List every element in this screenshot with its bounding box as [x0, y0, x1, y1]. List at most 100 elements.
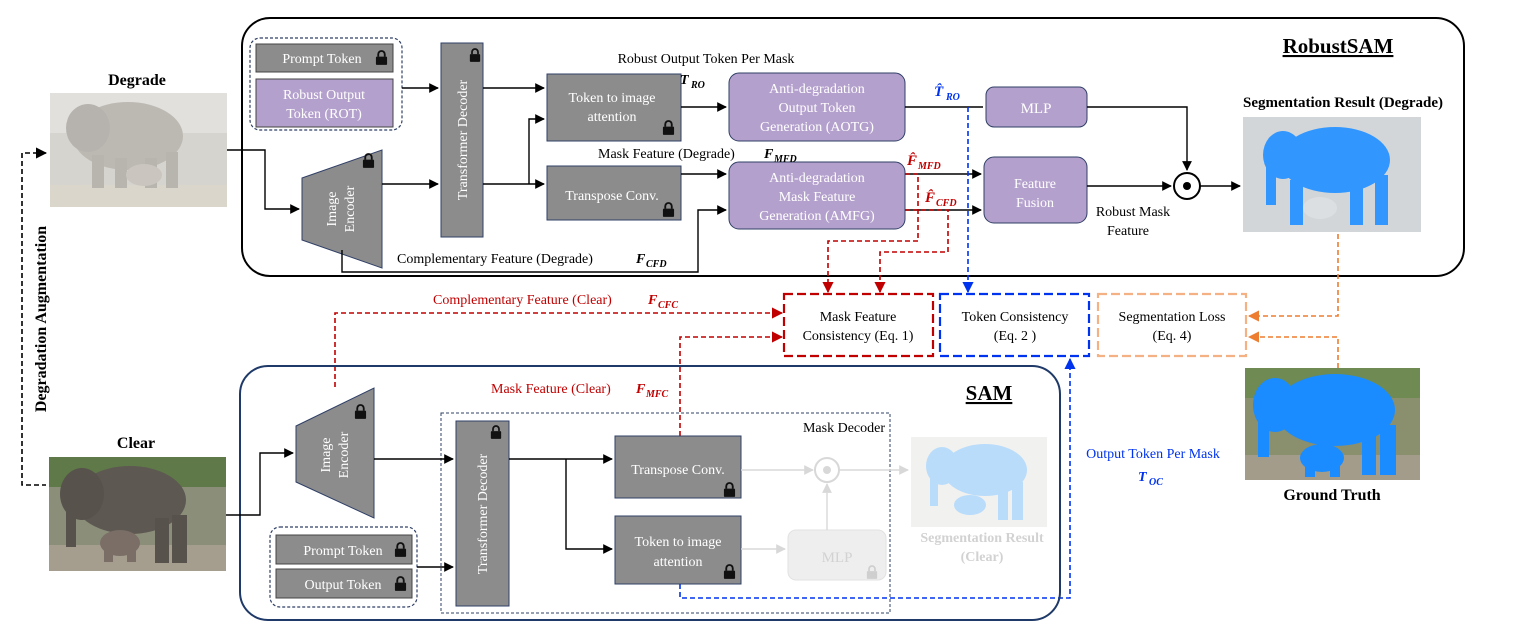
mask-decoder-box [440, 412, 891, 614]
rot-label-2: Token (ROT) [286, 107, 362, 122]
robust-arrows [227, 83, 1241, 273]
sl-label-1: Segmentation Loss [1119, 310, 1226, 325]
robustsam-title: RobustSAM [1283, 34, 1394, 58]
complementary-feature-degrade-label: Complementary Feature (Degrade) [397, 252, 593, 267]
red-consistency-arrows [334, 173, 949, 436]
transformer-decoder-sam-label: Transformer Decoder [476, 453, 491, 574]
seg-result-clear-label-1: Segmentation Result [920, 531, 1044, 546]
image-encoder-robust-label-1: Image [325, 192, 340, 227]
sam-arrows [226, 448, 613, 572]
feature-fusion-label-1: Feature [1014, 177, 1056, 192]
mask-feature-degrade-label: Mask Feature (Degrade) [598, 147, 735, 162]
image-encoder-sam [295, 387, 375, 519]
transpose-conv-robust [546, 165, 682, 221]
mlp-sam-faded [787, 529, 887, 581]
degradation-augmentation-label: Degradation Augmentation [33, 226, 50, 412]
f-hat-mfd-symbol: F̂ [906, 151, 917, 169]
image-encoder-robust-label-2: Encoder [343, 185, 358, 232]
sam-frame [239, 365, 1061, 621]
amfg-label-1: Anti-degradation [769, 171, 865, 186]
clear-label: Clear [117, 435, 155, 452]
token-to-image-attention-sam [614, 515, 742, 585]
token-group-robust [249, 37, 403, 131]
output-token-per-mask-label: Output Token Per Mask [1086, 447, 1220, 462]
f-hat-cfd-subscript: CFD [936, 198, 957, 209]
robust-mask-feature-label-1: Robust Mask [1096, 205, 1170, 220]
ground-truth-image [1245, 368, 1420, 480]
amfg-block [728, 161, 906, 230]
rot-label-1: Robust Output [283, 88, 365, 103]
output-token-sam-label: Output Token [305, 578, 382, 593]
transformer-decoder-sam [455, 420, 510, 607]
image-encoder-sam-label-1: Image [319, 438, 334, 473]
sl-label-2: (Eq. 4) [1153, 329, 1192, 344]
mask-feature-clear-label: Mask Feature (Clear) [491, 382, 611, 397]
segmentation-loss-arrows [1247, 234, 1339, 368]
f-mfd-symbol: F [763, 147, 774, 162]
aotg-label-1: Anti-degradation [769, 82, 865, 97]
transpose-conv-robust-label: Transpose Conv. [565, 189, 658, 204]
amfg-label-3: Generation (AMFG) [759, 209, 875, 224]
robust-output-token-label: Robust Output Token Per Mask [618, 52, 795, 67]
aotg-label-2: Output Token [779, 101, 856, 116]
f-mfc-subscript: MFC [645, 389, 669, 400]
prompt-token-block [255, 43, 394, 73]
transpose-conv-sam [614, 435, 742, 499]
tti-sam-label-1: Token to image [635, 535, 722, 550]
degrade-input-image [50, 93, 227, 207]
degradation-augmentation-arrow [21, 147, 48, 486]
product-node-sam-dot [823, 466, 831, 474]
mfc-label-1: Mask Feature [820, 310, 897, 325]
image-encoder-robust [301, 149, 383, 269]
seg-result-clear-label-2: (Clear) [961, 550, 1004, 565]
robust-mask-feature-label-2: Feature [1107, 224, 1149, 239]
product-node-dot [1183, 182, 1191, 190]
seg-result-degrade-label: Segmentation Result (Degrade) [1243, 95, 1443, 111]
segmentation-loss-box [1096, 292, 1248, 358]
tti-robust-label-1: Token to image [569, 91, 656, 106]
seg-result-clear-image [911, 437, 1047, 527]
t-ro-symbol: T [680, 73, 690, 88]
f-cfc-subscript: CFC [658, 300, 678, 311]
seg-result-degrade-image [1243, 117, 1421, 232]
sam-title: SAM [966, 381, 1013, 405]
f-mfd-subscript: MFD [773, 154, 797, 165]
t-hat-ro-subscript: RO [945, 92, 960, 103]
tti-sam-label-2: attention [654, 555, 703, 570]
prompt-token-sam-label: Prompt Token [303, 544, 382, 559]
ground-truth-label: Ground Truth [1283, 487, 1380, 504]
transpose-conv-sam-label: Transpose Conv. [631, 463, 724, 478]
mlp-sam-label: MLP [822, 550, 853, 566]
f-hat-mfd-subscript: MFD [917, 161, 941, 172]
sam-faded-arrows [741, 465, 909, 554]
prompt-token-sam [275, 534, 413, 565]
t-oc-symbol: T [1138, 470, 1148, 485]
amfg-label-2: Mask Feature [779, 190, 856, 205]
f-hat-cfd-symbol: F̂ [924, 188, 935, 206]
tc-label-2: (Eq. 2 ) [994, 329, 1037, 344]
f-cfd-subscript: CFD [646, 259, 667, 270]
f-mfc-symbol: F [635, 382, 646, 397]
prompt-token-label: Prompt Token [282, 52, 361, 67]
transformer-decoder-robust-label: Transformer Decoder [456, 79, 471, 200]
clear-input-image [49, 457, 226, 571]
robustsam-frame [241, 17, 1465, 277]
mask-feature-consistency-box [782, 292, 935, 358]
complementary-feature-clear-label: Complementary Feature (Clear) [433, 293, 612, 308]
t-hat-ro-symbol: T̂ [934, 82, 944, 100]
token-to-image-attention-robust [546, 73, 682, 142]
mask-decoder-label: Mask Decoder [803, 421, 885, 436]
degrade-label: Degrade [108, 72, 166, 89]
aotg-label-3: Generation (AOTG) [760, 120, 874, 135]
token-consistency-box [938, 292, 1091, 358]
t-oc-subscript: OC [1149, 477, 1163, 488]
feature-fusion-block [983, 156, 1088, 224]
blue-consistency-arrows [679, 107, 1076, 599]
image-encoder-sam-label-2: Encoder [337, 431, 352, 478]
transformer-decoder-robust [440, 42, 484, 238]
mfc-label-2: Consistency (Eq. 1) [803, 329, 914, 344]
rot-block [255, 78, 394, 128]
output-token-sam [275, 568, 413, 599]
tc-label-1: Token Consistency [962, 310, 1069, 325]
